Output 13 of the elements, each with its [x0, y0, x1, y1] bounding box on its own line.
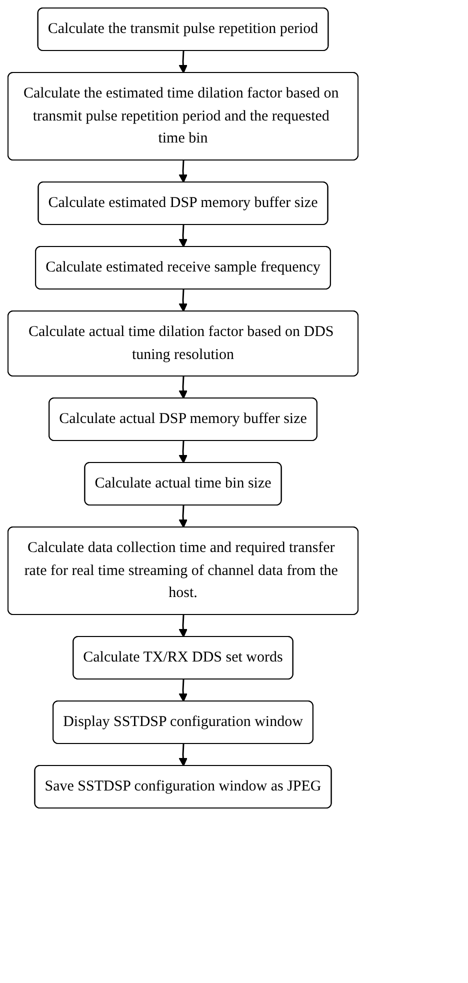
arrow	[178, 679, 188, 702]
node-text: Calculate the estimated time dilation factor based on transmit pulse repetition period and the requested time bin	[23, 86, 339, 146]
arrow	[178, 50, 188, 74]
arrow	[178, 505, 188, 528]
arrow	[178, 440, 188, 464]
arrow	[178, 614, 188, 638]
arrow	[178, 744, 188, 766]
arrow	[178, 289, 188, 312]
node-text: Calculate data collection time and required transfer rate for real time streaming of channel data from the host.	[24, 540, 338, 601]
arrow	[178, 224, 188, 248]
node-text: Calculate actual time dilation factor based on DDS tuning resolution	[28, 324, 334, 362]
arrow	[178, 160, 188, 183]
arrow	[178, 376, 188, 399]
